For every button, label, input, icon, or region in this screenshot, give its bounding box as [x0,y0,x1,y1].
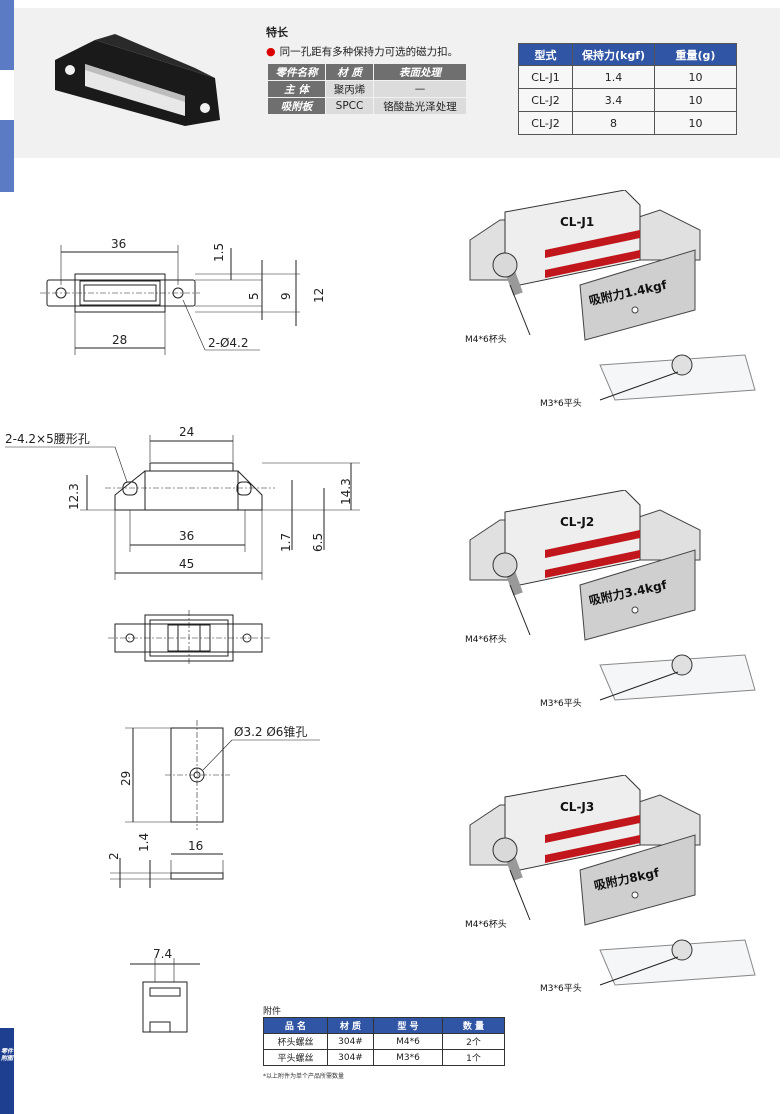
type-cell: CL-J2 [518,111,573,135]
dim-plate-hole: Ø3.2 Ø6锥孔 [234,725,307,739]
type-cell: CL-J1 [518,65,573,89]
dim-29: 29 [119,771,133,786]
dim-hole: 2-Ø4.2 [208,336,249,350]
acc-cell: 杯头螺丝 [263,1033,328,1050]
dim-7-4: 7.4 [153,947,172,961]
spec-header: 表面处理 [374,64,466,80]
spec-cell: 主 体 [268,81,325,97]
spec-cell: 铬酸盐光泽处理 [374,98,466,114]
features-line: ●同一孔距有多种保持力可选的磁力扣。 [266,45,459,58]
acc-header: 型 号 [373,1017,443,1034]
render-screw-2b: M3*6平头 [540,698,582,709]
spec-cell: — [374,81,466,97]
accessories-table: 品 名 材 质 型 号 数 量 杯头螺丝 304# M4*6 2个 平头螺丝 3… [263,1017,505,1066]
acc-header: 数 量 [442,1017,505,1034]
dim-24: 24 [179,425,194,439]
render-screw-3b: M3*6平头 [540,983,582,994]
product-render-1: CL-J1 吸附力1.4kgf M4*6杯头 M3*6平头 [465,190,756,409]
dim-12-3: 12.3 [67,483,81,510]
dim-9: 9 [279,292,293,300]
dim-12: 12 [312,288,326,303]
product-render-3: CL-J3 吸附力8kgf M4*6杯头 M3*6平头 [465,775,756,994]
acc-cell: 2个 [442,1033,505,1050]
dim-28: 28 [112,333,127,347]
render-screw-2a: M4*6杯头 [465,633,507,645]
dim-5: 5 [247,292,261,300]
dim-slot: 2-4.2×5腰形孔 [5,432,90,446]
features-block: 特长 ●同一孔距有多种保持力可选的磁力扣。 [266,24,506,59]
acc-cell: 平头螺丝 [263,1049,328,1066]
acc-cell: 1个 [442,1049,505,1066]
dim-36-side: 36 [179,529,194,543]
accessories-note: *以上附件为单个产品所需数量 [263,1073,345,1080]
dim-6-5: 6.5 [311,533,325,552]
dim-14-3: 14.3 [339,478,353,505]
accessories-title: 附件 [263,1007,282,1017]
top-view-drawing [40,245,300,355]
spec-cell: 吸附板 [268,98,325,114]
spec-header: 材 质 [326,64,373,80]
type-cell: 8 [572,111,655,135]
product-render-2: CL-J2 吸附力3.4kgf M4*6杯头 M3*6平头 [465,490,756,709]
product-photo [55,34,220,126]
type-header: 保持力(kgf) [572,43,655,66]
acc-header: 品 名 [263,1017,328,1034]
acc-cell: 304# [327,1049,374,1066]
bullet-icon: ● [266,45,276,58]
end-view-drawing [130,958,200,1033]
dim-36-top: 36 [111,237,126,251]
side-label: 零件附图 [1,1048,14,1062]
spec-table: 零件名称 材 质 表面处理 主 体 聚丙烯 — 吸附板 SPCC 铬酸盐光泽处理 [267,63,467,115]
type-cell: 10 [654,65,737,89]
dim-16: 16 [188,839,203,853]
render-screw-3a: M4*6杯头 [465,918,507,930]
type-cell: 3.4 [572,88,655,112]
acc-cell: 304# [327,1033,374,1050]
type-header: 重量(g) [654,43,737,66]
type-header: 型式 [518,43,573,66]
render-screw-1a: M4*6杯头 [465,333,507,345]
side-tab [0,120,14,192]
dim-1-5: 1.5 [212,243,226,262]
bottom-view-drawing [108,610,270,666]
acc-cell: M3*6 [373,1049,443,1066]
dim-1-7: 1.7 [279,533,293,552]
type-cell: 10 [654,88,737,112]
side-tab [0,0,14,70]
type-table: 型式 保持力(kgf) 重量(g) CL-J1 1.4 10 CL-J2 3.4… [518,43,737,135]
acc-header: 材 质 [327,1017,374,1034]
features-title: 特长 [266,26,288,39]
render-model-2: CL-J2 [560,515,594,529]
dim-2: 2 [107,852,121,860]
side-tab [0,1028,14,1114]
spec-cell: 聚丙烯 [326,81,373,97]
render-screw-1b: M3*6平头 [540,398,582,409]
dim-45: 45 [179,557,194,571]
dim-1-4: 1.4 [137,833,151,852]
render-model-3: CL-J3 [560,800,594,814]
spec-header: 零件名称 [268,64,325,80]
acc-cell: M4*6 [373,1033,443,1050]
side-view-drawing [5,435,360,580]
plate-drawing [110,720,320,888]
technical-drawings: 36 28 2-Ø4.2 5 9 12 1.5 2-4.2×5腰形孔 [5,237,360,1033]
spec-cell: SPCC [326,98,373,114]
type-cell: 1.4 [572,65,655,89]
type-cell: CL-J2 [518,88,573,112]
render-model-1: CL-J1 [560,215,594,229]
type-cell: 10 [654,111,737,135]
